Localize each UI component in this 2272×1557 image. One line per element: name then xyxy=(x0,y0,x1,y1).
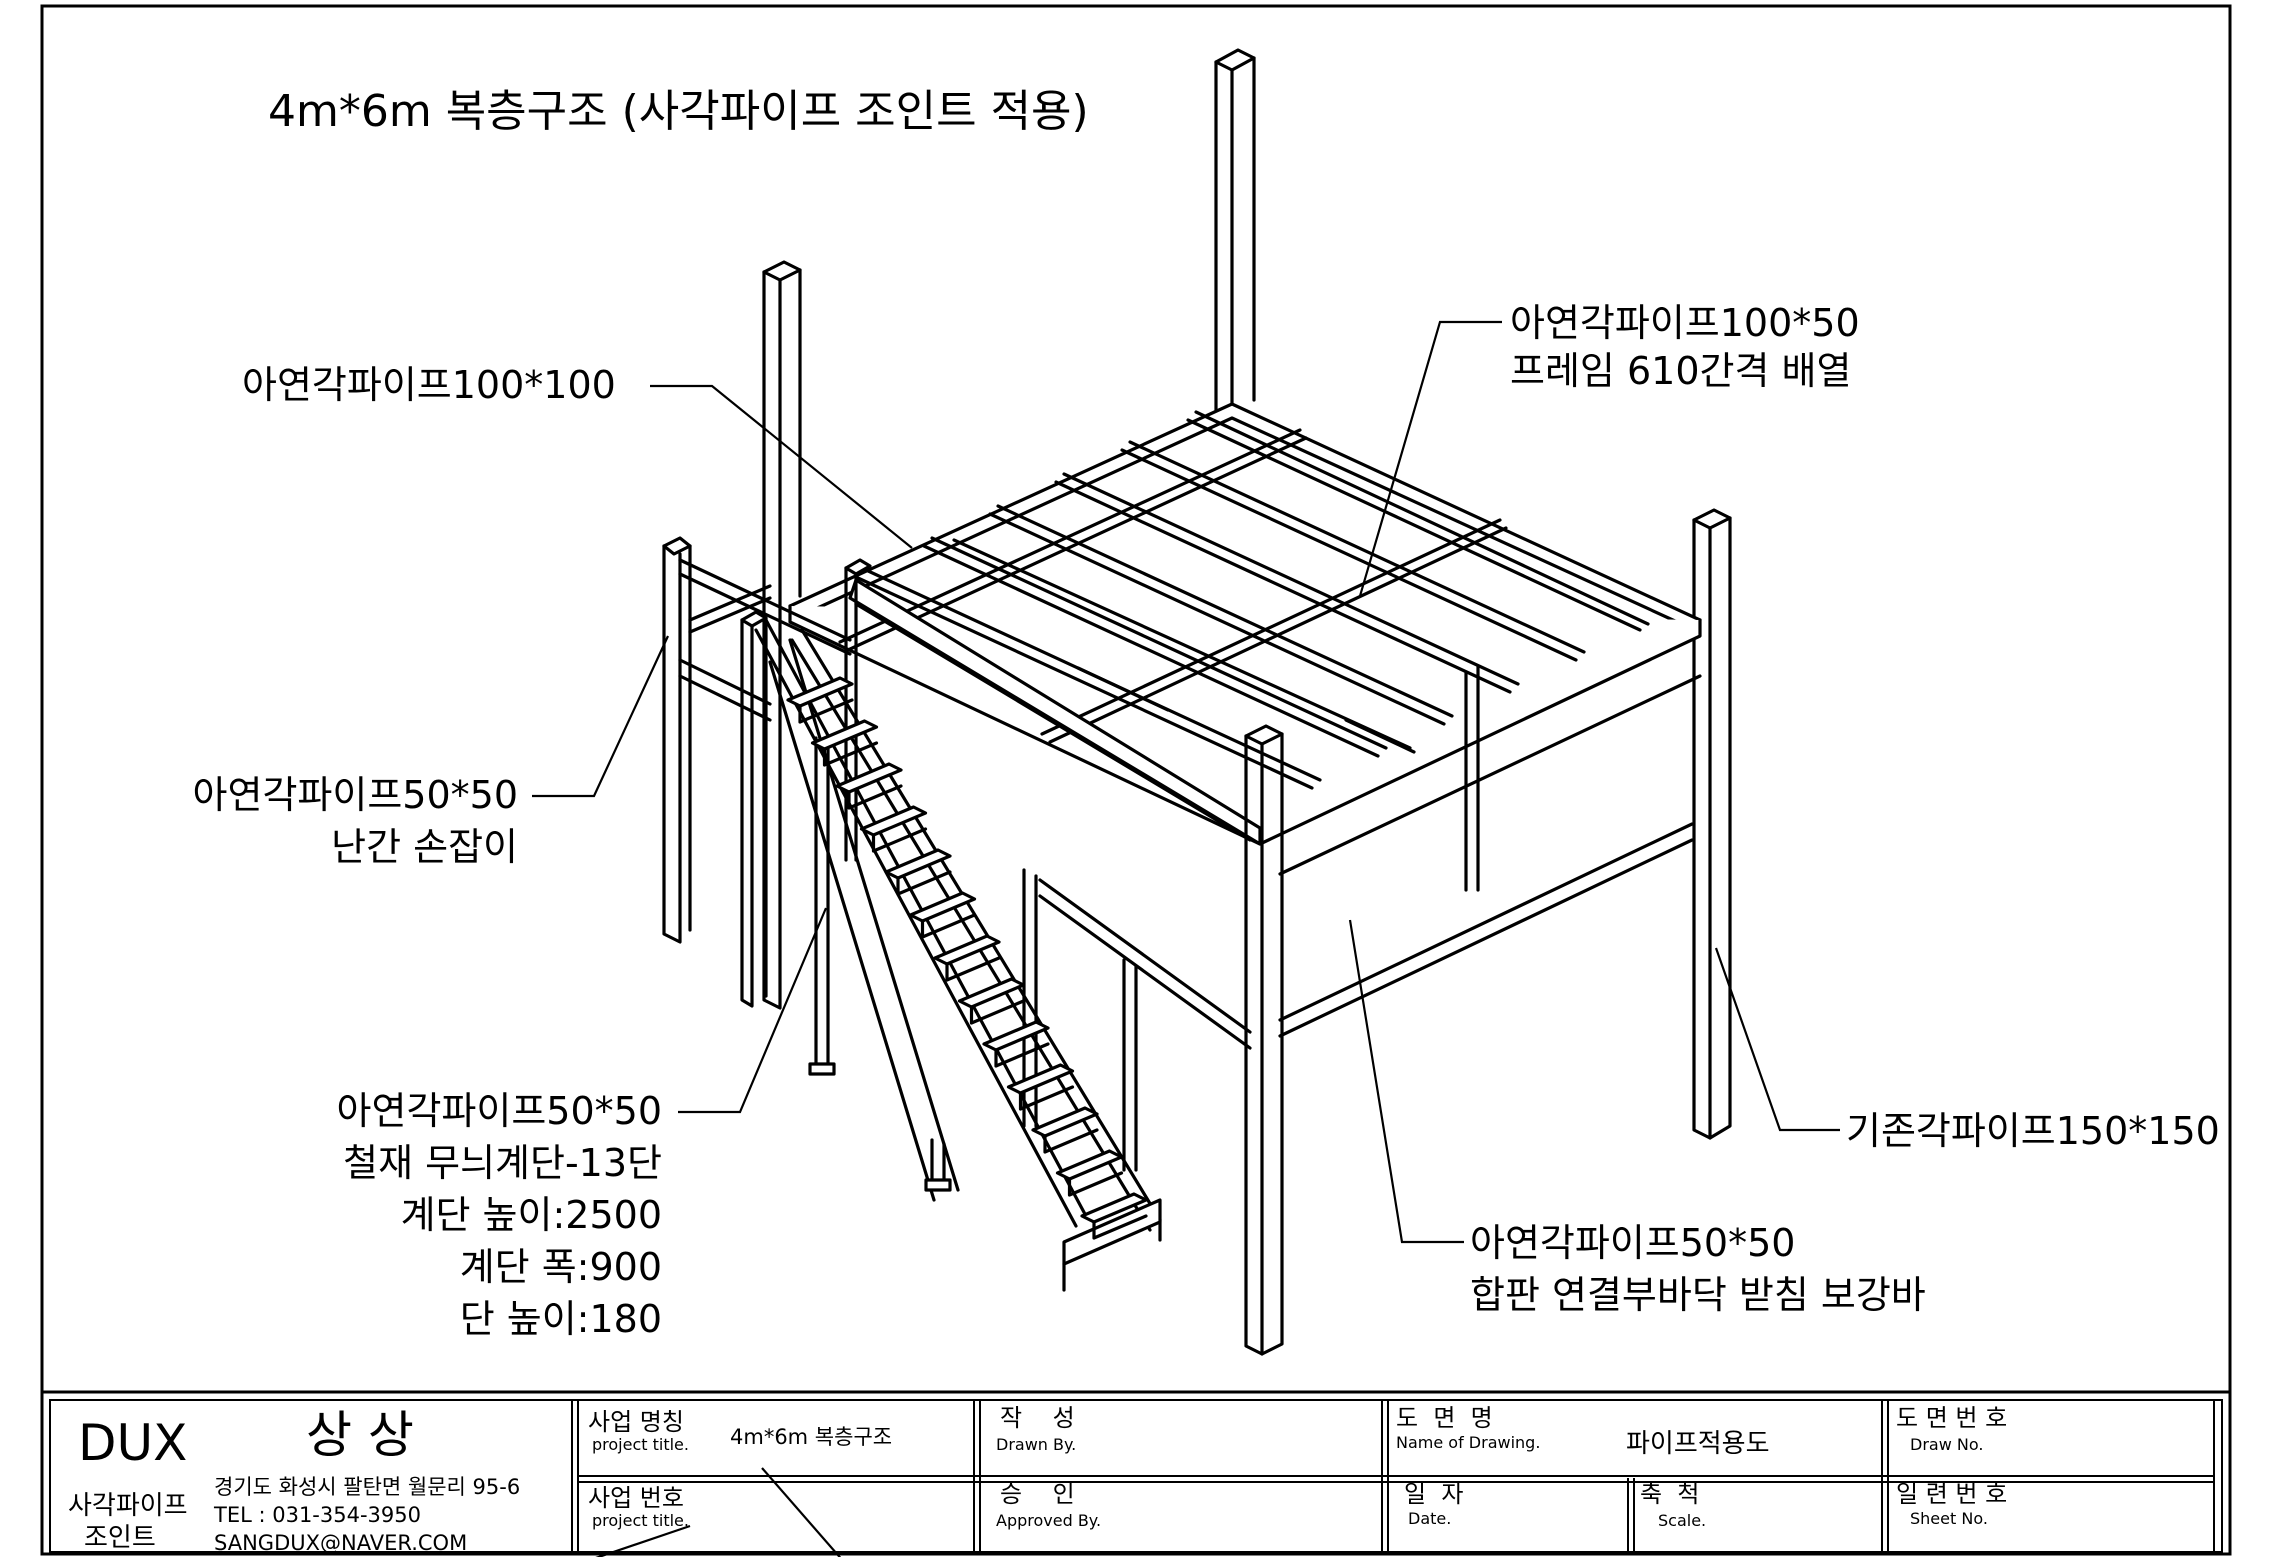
company-logo: DUX xyxy=(78,1414,187,1472)
drawing-name-label: 도 면 명 xyxy=(1396,1404,1493,1432)
drawing-no-label: 도 면 번 호 xyxy=(1896,1404,2007,1432)
stair-riser xyxy=(1067,1171,1124,1197)
callout-pipe-100x100: 아연각파이프100*100 xyxy=(242,363,616,407)
callout-pipe-100x50-line1: 아연각파이프100*50 xyxy=(1510,301,1860,345)
mezzanine-structure-drawing xyxy=(662,48,1732,1356)
callout-pipe-100x50-line2: 프레임 610간격 배열 xyxy=(1510,349,1851,393)
stair-tread xyxy=(859,805,928,837)
drawing-name-sublabel: Name of Drawing. xyxy=(1396,1433,1540,1452)
stair-tread xyxy=(1055,1149,1124,1181)
callout-stair-line3: 계단 높이:2500 xyxy=(401,1193,662,1237)
company-email: SANGDUX@NAVER.COM xyxy=(214,1531,467,1555)
stair-treads xyxy=(786,676,1148,1240)
title-block: DUX 상 상 사각파이프 조인트 경기도 화성시 팔탄면 월문리 95-6 T… xyxy=(42,1390,2230,1555)
callout-stair-line2: 철재 무늬계단-13단 xyxy=(343,1141,662,1185)
callout-stair-line1: 아연각파이프50*50 xyxy=(337,1089,662,1133)
stair-riser xyxy=(822,741,879,767)
drawn-by-label: 작 성 xyxy=(1000,1404,1075,1432)
stair-tread xyxy=(933,934,1001,966)
company-tel: TEL : 031-354-3950 xyxy=(213,1503,421,1527)
callout-leaders xyxy=(532,320,1840,1557)
drawing-name-value: 파이프적용도 xyxy=(1626,1429,1770,1459)
sheet-no-sublabel: Sheet No. xyxy=(1910,1509,1988,1528)
stair-riser xyxy=(871,827,928,853)
stair-tread xyxy=(1031,1106,1099,1138)
stair-tread xyxy=(1080,1192,1148,1224)
stair-riser xyxy=(1092,1214,1148,1240)
stair-riser xyxy=(994,1042,1050,1068)
post-right-front xyxy=(1692,508,1732,1140)
cross-beams xyxy=(838,428,1508,754)
project-name-sublabel: project title. xyxy=(592,1435,689,1454)
callout-existing-150x150: 기존각파이프150*150 xyxy=(1846,1109,2220,1153)
stair-tread xyxy=(1006,1063,1075,1095)
company-brand-line1: 사각파이프 xyxy=(68,1491,188,1521)
sheet-no-label: 일 련 번 호 xyxy=(1896,1480,2007,1508)
stair-riser xyxy=(1043,1128,1099,1154)
scale-label: 축 척 xyxy=(1640,1480,1699,1508)
callout-stair-line5: 단 높이:180 xyxy=(460,1297,662,1341)
stair-tread xyxy=(884,848,952,880)
sheet-border xyxy=(40,4,2232,1556)
scale-sublabel: Scale. xyxy=(1658,1511,1706,1530)
stair-tread xyxy=(835,762,903,794)
project-name-label: 사업 명칭 xyxy=(588,1408,684,1436)
stair-riser xyxy=(920,913,977,939)
front-frame xyxy=(848,578,1262,846)
callout-rail-line2: 난간 손잡이 xyxy=(331,825,518,869)
stair-tread xyxy=(908,891,977,923)
project-no-label: 사업 번호 xyxy=(588,1484,684,1512)
company-brand-line2: 조인트 xyxy=(84,1523,156,1553)
stair-tread xyxy=(810,719,879,751)
drawn-by-sublabel: Drawn By. xyxy=(996,1435,1076,1454)
stair-tread xyxy=(786,676,854,708)
stair-tread xyxy=(982,1020,1050,1052)
stair-tread xyxy=(957,977,1026,1009)
project-name-value: 4m*6m 복층구조 xyxy=(730,1425,892,1449)
stair-riser xyxy=(847,784,903,810)
callout-brace-line1: 아연각파이프50*50 xyxy=(1470,1221,1795,1265)
landing-railing xyxy=(662,536,852,944)
approved-by-sublabel: Approved By. xyxy=(996,1511,1101,1530)
stair-riser xyxy=(896,870,952,896)
stair-riser xyxy=(1018,1085,1075,1111)
stair-riser xyxy=(798,698,854,724)
drawing-no-sublabel: Draw No. xyxy=(1910,1435,1983,1454)
lower-frame xyxy=(1038,674,1702,1050)
project-no-sublabel: project title. xyxy=(592,1511,689,1530)
stair-riser xyxy=(969,999,1026,1025)
callout-rail-line1: 아연각파이프50*50 xyxy=(193,773,518,817)
company-name: 상 상 xyxy=(306,1406,414,1464)
drawing-title: 4m*6m 복층구조 (사각파이프 조인트 적용) xyxy=(268,86,1089,137)
approved-by-label: 승 인 xyxy=(1000,1480,1075,1508)
stair-riser xyxy=(945,956,1001,982)
post-left-back xyxy=(762,260,802,1010)
date-sublabel: Date. xyxy=(1408,1509,1451,1528)
callout-stair-line4: 계단 폭:900 xyxy=(460,1245,662,1289)
company-address: 경기도 화성시 팔탄면 월문리 95-6 xyxy=(214,1475,520,1499)
callout-brace-line2: 합판 연결부바닥 받침 보강바 xyxy=(1470,1273,1926,1317)
post-front-middle xyxy=(1244,724,1284,1356)
date-label: 일 자 xyxy=(1404,1480,1463,1508)
